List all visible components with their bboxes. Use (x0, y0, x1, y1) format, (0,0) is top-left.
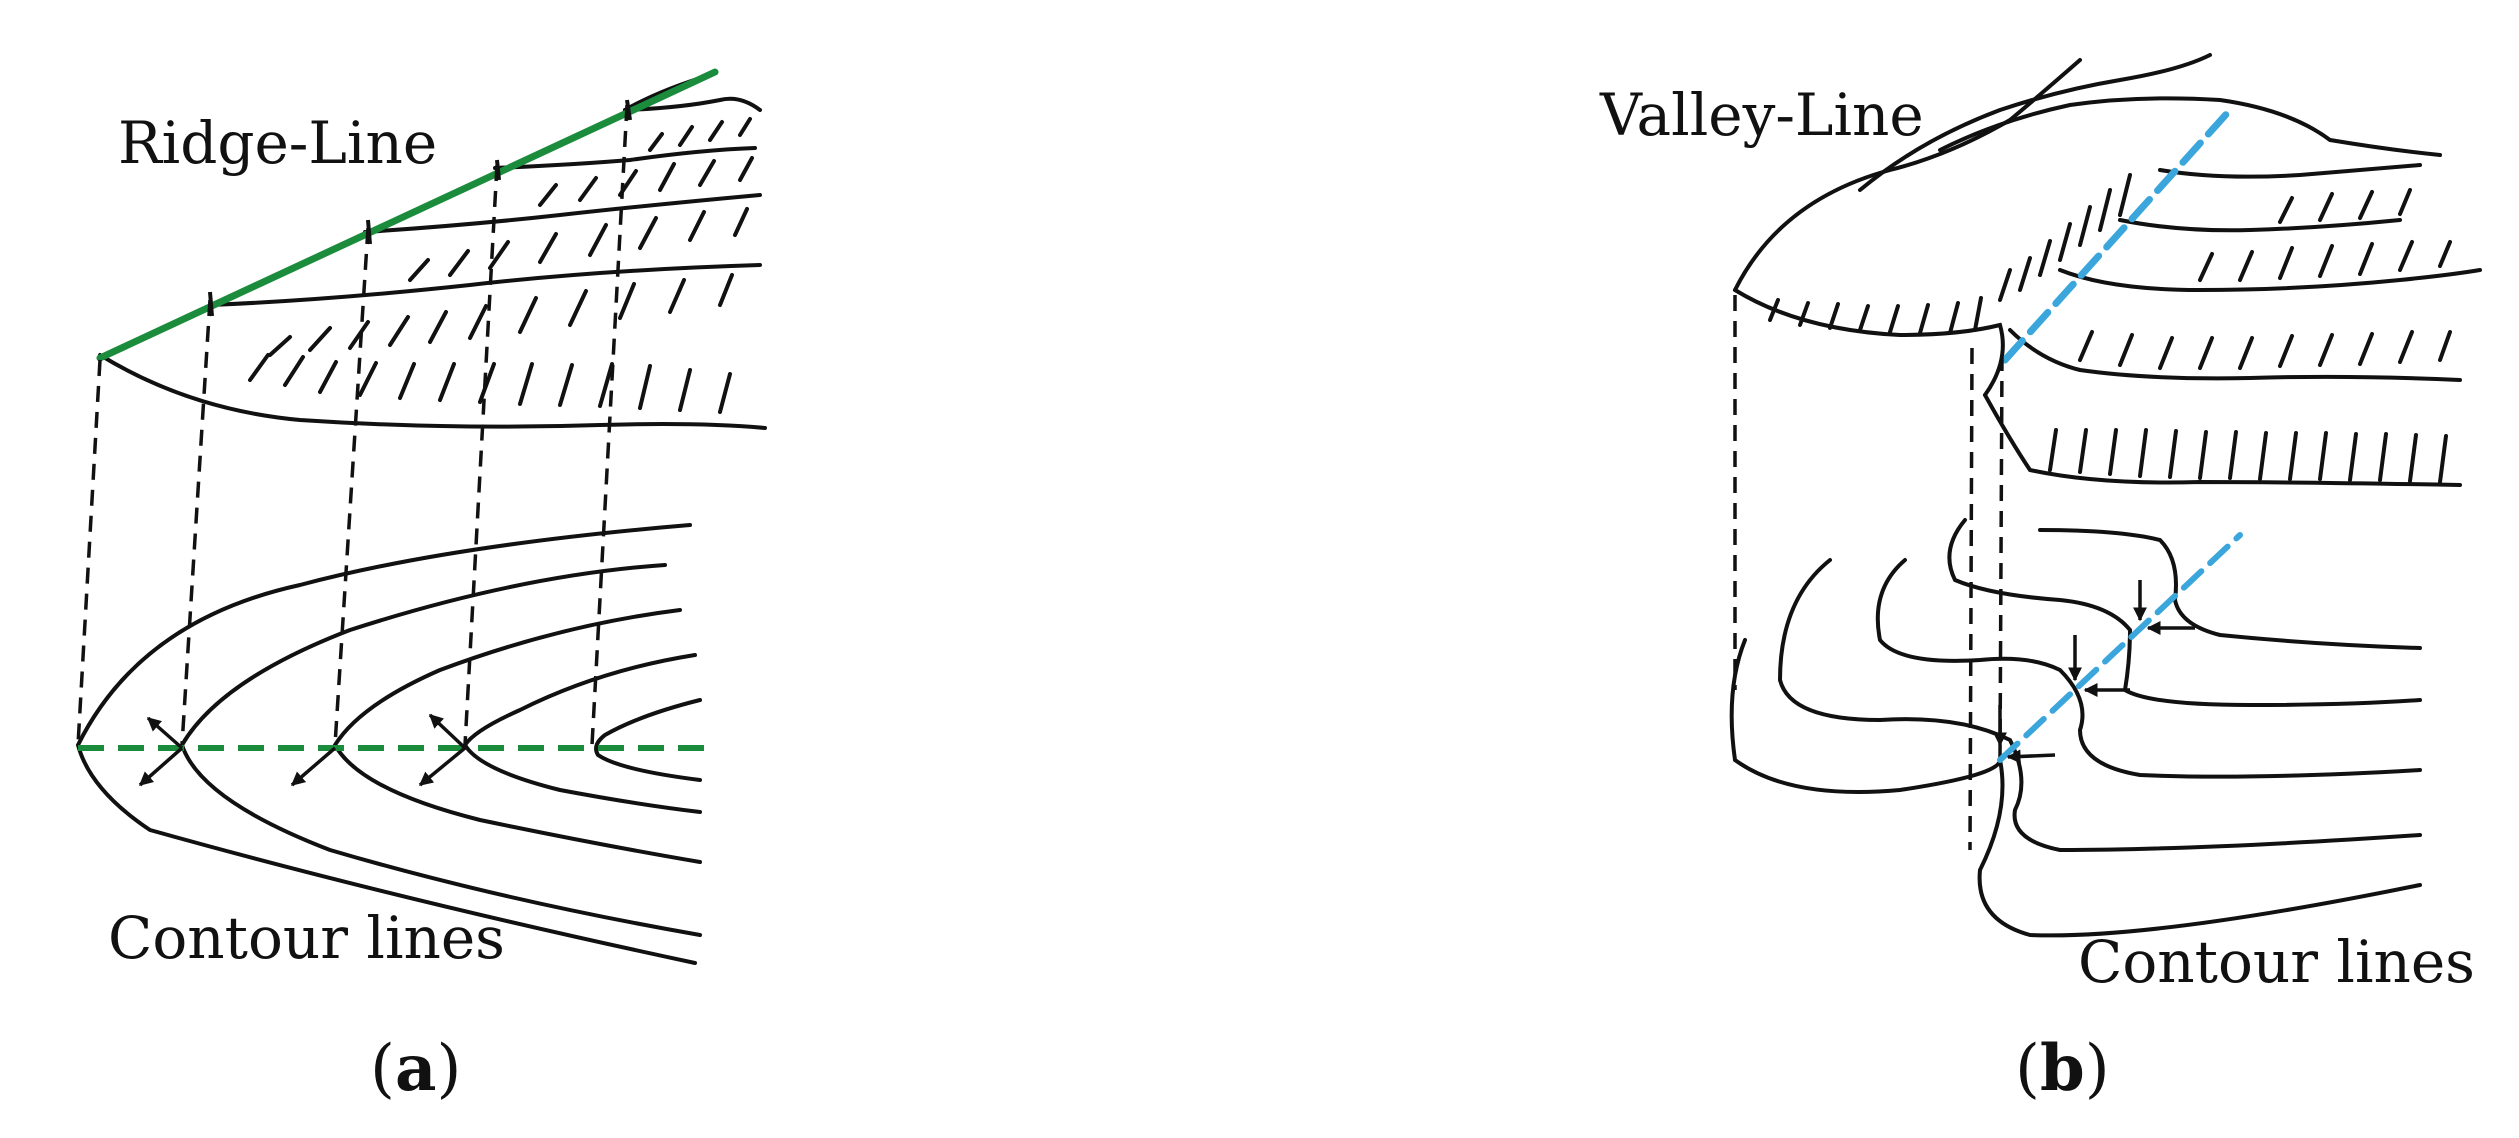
caption-b: (b) (2015, 1031, 2110, 1106)
flow-arrows-a (138, 713, 467, 787)
valley-line (2001, 106, 2234, 364)
valley-contour-lines (1729, 518, 2422, 938)
contour-lines-label-b: Contour lines (2078, 928, 2475, 996)
ridge-line-label: Ridge-Line (118, 109, 437, 177)
ridge-line (96, 68, 719, 362)
valley-axis-dashed (1997, 532, 2243, 763)
projection-lines (76, 104, 629, 746)
valley-line-label: Valley-Line (1599, 81, 1924, 149)
contour-lines-label-a: Contour lines (108, 904, 505, 972)
caption-a: (a) (370, 1031, 461, 1106)
ridge-contour-lines (75, 523, 702, 965)
valley-terrain-sketch (1733, 53, 2482, 487)
ridge-terrain-sketch (98, 73, 767, 430)
panel-a: Ridge-Line Contour lines (a) (75, 68, 767, 1106)
projection-lines-b (1733, 295, 2004, 851)
flow-arrows-b (1993, 580, 2195, 764)
panel-b: Valley-Line Contour lines (b) (1599, 53, 2482, 1106)
